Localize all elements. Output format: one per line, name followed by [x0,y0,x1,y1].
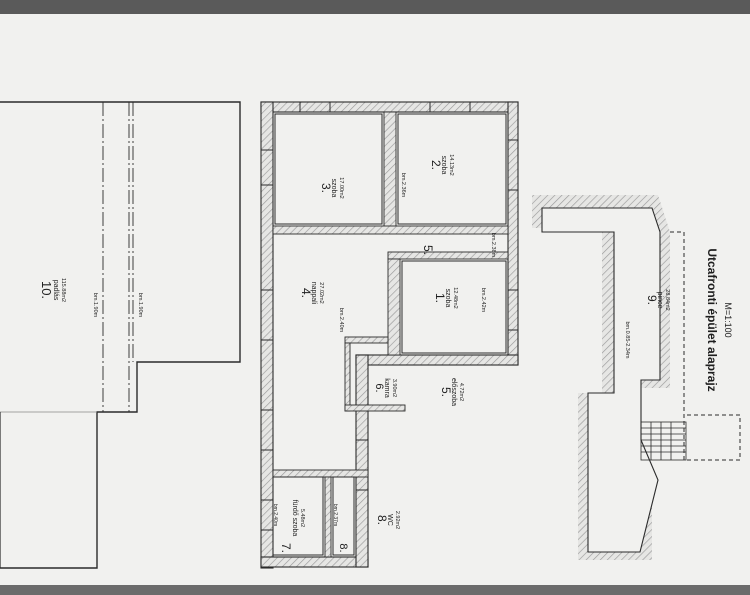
room-4-number: 4. [299,288,313,298]
room-10-height-1: bm.1.90m [92,293,98,318]
room-9-height: bm.0.85-2.34m [624,322,630,359]
attic-plan [0,101,241,569]
room-9-area: 28.84m2 [664,289,670,310]
room-8-area: 2.92m2 [394,511,400,529]
labels: 10. padlás 115.88m2 bm.1.90m bm.1.90m 3.… [39,154,733,553]
room-7-height: bm.2.40m [272,504,278,526]
room-7-area: 5.48m2 [299,509,305,527]
room-2-number: 2. [429,160,443,170]
inner-walls [272,111,509,558]
room-5-number: 5. [439,387,453,397]
room-2-name: szoba [440,156,447,175]
room-outlines [272,113,507,556]
room-10-number: 10. [39,281,54,299]
room-3-name: szoba [330,179,337,198]
room-3-number: 3. [319,183,333,193]
room-8-number: 8. [375,515,389,525]
plan-title: Utcafronti épület alaprajz [705,248,719,391]
room-1-height: bm.2.42m [480,288,486,313]
room-7-name: fürdő szoba [291,500,298,537]
room-2-area: 14.13m2 [448,154,454,175]
room-6-name: kamra [383,378,390,398]
room-4-name: nappali [310,282,317,305]
room-1-area: 12.48m2 [452,287,458,308]
room-5-area: 4.72m2 [458,383,464,401]
cellar-plan [532,195,741,560]
room-10-height-2: bm.1.90m [137,293,143,318]
room-4-height: bm.2.40m [338,308,344,333]
room-4-area: 27.02m2 [318,282,324,303]
room-9-name: pince [656,292,663,309]
room-8-name: WC [386,514,393,526]
plan-scale: M=1:100 [723,302,733,337]
room-2-height: bm.2.36m [400,173,406,198]
room-6-number: 6. [373,383,385,392]
room-9-number: 9. [645,295,659,305]
room-5-top-height: bm.2.38m [490,233,496,258]
room-3-area: 17.00m2 [338,177,344,198]
stairs [640,421,687,461]
room-8b-number: 8. [337,543,349,552]
main-floor-plan [260,101,519,569]
openings [261,102,518,531]
outer-walls [260,101,519,569]
room-5-name: előszoba [450,378,457,406]
table-edge [0,585,750,595]
room-10-area: 115.88m2 [60,278,66,302]
room-7-number: 7. [279,543,293,553]
room-5-top-number: 5. [421,245,435,255]
room-1-name: szoba [444,289,451,308]
room-8b-height: bm.2.37m [332,504,338,526]
room-10-name: padlás [52,280,59,301]
room-1-number: 1. [433,293,447,303]
room-6-area: 3.90m2 [391,379,397,397]
